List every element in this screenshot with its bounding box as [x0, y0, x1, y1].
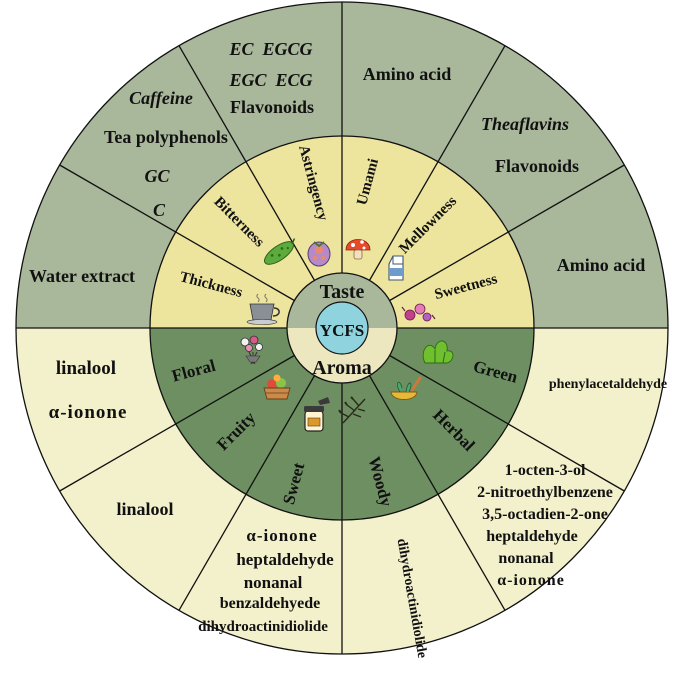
taste-center-label: Taste — [320, 281, 365, 303]
center-taste-half — [287, 273, 397, 328]
astringency-compound: EGC ECG — [228, 70, 312, 90]
bitterness-compound: GC — [144, 166, 170, 186]
sweet-compound: nonanal — [244, 573, 303, 592]
ycfs-core — [315, 301, 369, 355]
taste-outer-ring — [16, 2, 668, 329]
center-aroma-half — [287, 328, 397, 383]
core-label: YCFS — [320, 321, 364, 340]
sector-dividers — [16, 2, 668, 654]
bitter-gourd-icon — [264, 238, 296, 265]
fruit-basket-icon — [263, 374, 291, 400]
honey-jar-icon — [304, 397, 330, 432]
astringency-compound: EC EGCG — [228, 39, 312, 59]
green-compound: phenylacetaldehyde — [549, 377, 667, 392]
floral-compound: α-ionone — [49, 402, 128, 423]
bitterness-compound: C — [153, 200, 166, 220]
sector-divider — [178, 45, 316, 281]
sweet-compound: α-ionone — [246, 526, 317, 545]
sector-divider — [389, 164, 625, 302]
umami-compound: Amino acid — [363, 64, 452, 84]
mellowness-compound: Flavonoids — [495, 156, 579, 176]
floral-compound: linalool — [56, 358, 116, 379]
astringency-compound: Flavonoids — [230, 97, 314, 117]
sector-divider — [368, 375, 506, 611]
milk-carton-icon — [388, 255, 404, 281]
sector-divider — [59, 354, 295, 492]
aroma-outer-ring — [16, 328, 668, 654]
persimmon-icon — [307, 241, 331, 267]
sector-divider — [59, 164, 295, 302]
outer-ring — [16, 2, 668, 654]
herb-mortar-icon — [390, 376, 422, 400]
thickness-compound: Water extract — [29, 266, 135, 286]
sector-divider — [178, 375, 316, 611]
sweet-compound: dihydroactinidiolide — [198, 619, 328, 635]
herbal-compound: nonanal — [498, 550, 554, 567]
sector-divider — [389, 354, 625, 492]
teacup-icon — [246, 293, 280, 325]
leafy-greens-icon — [422, 340, 454, 364]
bitterness-compound: Caffeine — [129, 88, 193, 108]
bouquet-icon — [240, 335, 263, 365]
candy-icon — [401, 303, 436, 322]
herbal-compound: 2-nitroethylbenzene — [477, 484, 613, 501]
herbal-compound: 1-octen-3-ol — [505, 462, 586, 479]
herbal-compound: α-ionone — [497, 572, 565, 589]
fruity-compound: linalool — [116, 499, 173, 519]
bitterness-compound: Tea polyphenols — [104, 127, 228, 147]
sector-divider — [368, 45, 506, 281]
mellowness-compound: Theaflavins — [481, 114, 569, 134]
center-disc — [287, 273, 397, 383]
sweet-compound: heptaldehyde — [236, 550, 334, 569]
herbal-compound: heptaldehyde — [486, 528, 578, 545]
mushroom-icon — [345, 239, 371, 260]
aroma-center-label: Aroma — [312, 357, 372, 379]
sweet-compound: benzaldehyede — [220, 595, 320, 612]
sweetness-compound: Amino acid — [557, 255, 646, 275]
branch-icon — [338, 396, 366, 424]
herbal-compound: 3,5-octadien-2-one — [482, 506, 608, 523]
